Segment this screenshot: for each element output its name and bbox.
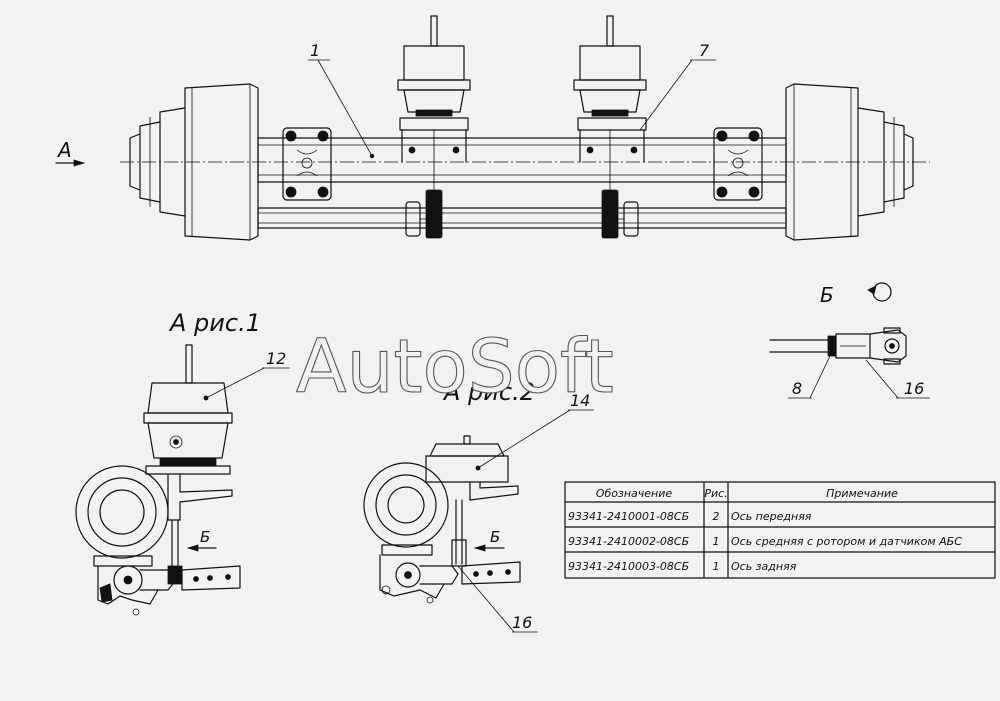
right-brake-chamber [573, 15, 647, 212]
callout-16b: 16 [904, 379, 924, 398]
right-slack-adjuster [601, 189, 639, 239]
right-spring-seat [713, 127, 763, 201]
callout-14: 14 [570, 391, 590, 410]
watermark: AutoSoft [296, 324, 614, 410]
table-cell-r1-c2: 2 [713, 510, 720, 523]
table-cell-r3-c3: Ось задняя [731, 560, 797, 573]
view-a1-title: А рис.1 [168, 309, 261, 337]
table-cell-r3-c1: 93341-2410003-08СБ [568, 560, 689, 573]
callout-8: 8 [792, 379, 802, 398]
left-spring-seat [282, 127, 332, 201]
table-cell-r1-c1: 93341-2410001-08СБ [568, 510, 689, 523]
view-b-arrow-2: Б [490, 528, 500, 546]
table-cell-r2-c2: 1 [713, 535, 720, 548]
table-header-fig: Рис. [704, 487, 727, 500]
view-a2-title: А рис.2 [442, 378, 535, 406]
right-brake-drum [785, 83, 914, 241]
table-header-designation: Обозначение [596, 487, 673, 500]
view-a-fig2: А рис.2 Б 14 [363, 378, 594, 633]
parts-table: Обозначение Рис. Примечание 93341-241000… [564, 481, 996, 579]
view-b-title: Б [820, 283, 834, 307]
table-cell-r1-c3: Ось передняя [731, 510, 812, 523]
callout-1: 1 [310, 41, 320, 60]
callout-7: 7 [699, 41, 710, 60]
callout-16a: 16 [512, 613, 532, 632]
view-arrow-a: А [56, 138, 72, 162]
table-cell-r3-c2: 1 [713, 560, 720, 573]
axle-front-view: А 1 7 [55, 15, 930, 241]
table-cell-r2-c1: 93341-2410002-08СБ [568, 535, 689, 548]
table-header-note: Примечание [826, 487, 898, 500]
left-brake-drum [129, 83, 259, 241]
view-a-fig1: А рис.1 Б [75, 309, 290, 616]
left-brake-chamber [397, 15, 471, 212]
left-slack-adjuster [405, 189, 443, 239]
callout-12: 12 [266, 349, 286, 368]
table-cell-r2-c3: Ось средняя с ротором и датчиком АБС [731, 535, 962, 548]
view-b-arrow-1: Б [200, 528, 210, 546]
view-b-detail: Б 8 16 [769, 282, 930, 399]
